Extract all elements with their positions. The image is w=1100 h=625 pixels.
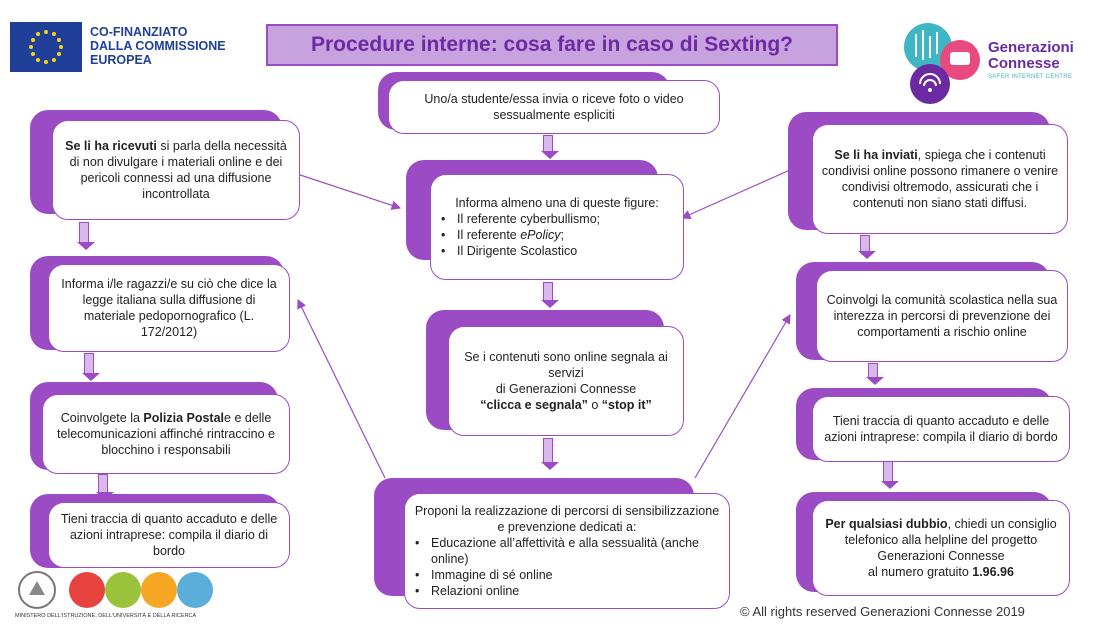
connector-center-to-right	[694, 313, 791, 479]
left-box3-text: Coinvolgete la Polizia Postale e delle t…	[57, 411, 275, 457]
connector-center-to-left	[297, 298, 386, 479]
left-box4-text: Tieni traccia di quanto accaduto e delle…	[60, 512, 278, 558]
center-box-report: Se i contenuti sono online segnala ai se…	[448, 326, 684, 436]
left-box-received: Se li ha ricevuti si parla della necessi…	[52, 120, 300, 220]
arrow-down-center-3	[541, 438, 559, 470]
arrow-down-center-2	[541, 282, 559, 308]
generazioni-connesse-wordmark: Generazioni Connesse	[988, 39, 1074, 72]
arrow-down-left-2	[82, 353, 100, 381]
center-box1-text: Uno/a studente/essa invia o riceve foto …	[424, 92, 684, 122]
left-box-diary: Tieni traccia di quanto accaduto e delle…	[48, 502, 290, 568]
center-box3-services: “clicca e segnala” o “stop it”	[480, 398, 652, 412]
left-box-law: Informa i/le ragazzi/e su ciò che dice l…	[48, 264, 290, 352]
connector-right-to-center	[680, 169, 791, 219]
arrow-down-right-3	[881, 461, 899, 489]
generazioni-connesse-logo	[900, 22, 1090, 112]
miur-logo	[15, 567, 215, 617]
center-box-propose: Proponi la realizzazione di percorsi di …	[404, 493, 730, 609]
copyright-notice: © All rights reserved Generazioni Connes…	[740, 604, 1025, 619]
left-box1-text: Se li ha ricevuti si parla della necessi…	[65, 139, 287, 201]
list-item: Il referente ePolicy;	[441, 227, 675, 243]
right-box1-text: Se li ha inviati, spiega che i contenuti…	[821, 148, 1059, 210]
center-box-inform: Informa almeno una di queste figure: Il …	[430, 174, 684, 280]
arrow-down-center-1	[541, 135, 559, 159]
center-box3-line1: Se i contenuti sono online segnala ai se…	[464, 350, 668, 380]
arrow-down-left-1	[77, 222, 95, 250]
arrow-down-right-2	[866, 363, 884, 385]
right-box4-number: al numero gratuito 1.96.96	[868, 565, 1014, 579]
arrow-down-right-1	[858, 235, 876, 259]
miur-caption: MINISTERO DELL'ISTRUZIONE, DELL'UNIVERSI…	[15, 613, 197, 619]
center-box-trigger: Uno/a studente/essa invia o riceve foto …	[388, 80, 720, 134]
eu-cofinanced-text: CO-FINANZIATO DALLA COMMISSIONE EUROPEA	[90, 25, 226, 67]
center-box4-list: Educazione all’affettività e alla sessua…	[413, 535, 721, 599]
eu-flag-logo	[10, 22, 82, 72]
list-item: Relazioni online	[415, 583, 721, 599]
list-item: Immagine di sé online	[415, 567, 721, 583]
center-box4-intro: Proponi la realizzazione di percorsi di …	[414, 504, 720, 534]
left-box2-text: Informa i/le ragazzi/e su ciò che dice l…	[61, 277, 277, 339]
center-box3-line2: di Generazioni Connesse	[495, 382, 637, 396]
title-banner: Procedure interne: cosa fare in caso di …	[266, 24, 838, 66]
center-box2-list: Il referente cyberbullismo; Il referente…	[439, 211, 675, 259]
center-box2-intro: Informa almeno una di queste figure:	[455, 196, 659, 210]
right-box4-text: Per qualsiasi dubbio, chiedi un consigli…	[825, 517, 1057, 563]
list-item: Il referente cyberbullismo;	[441, 211, 675, 227]
left-box-police: Coinvolgete la Polizia Postale e delle t…	[42, 394, 290, 474]
connector-left-to-center	[284, 169, 402, 210]
right-box2-text: Coinvolgi la comunità scolastica nella s…	[826, 293, 1058, 339]
right-box-diary: Tieni traccia di quanto accaduto e delle…	[812, 396, 1070, 462]
safer-internet-tagline: SAFER INTERNET CENTRE	[988, 74, 1073, 80]
list-item: Il Dirigente Scolastico	[441, 243, 675, 259]
right-box-sent: Se li ha inviati, spiega che i contenuti…	[812, 124, 1068, 234]
right-box-community: Coinvolgi la comunità scolastica nella s…	[816, 270, 1068, 362]
right-box3-text: Tieni traccia di quanto accaduto e delle…	[824, 414, 1058, 444]
list-item: Educazione all’affettività e alla sessua…	[415, 535, 721, 567]
page-title: Procedure interne: cosa fare in caso di …	[311, 33, 793, 56]
right-box-helpline: Per qualsiasi dubbio, chiedi un consigli…	[812, 500, 1070, 596]
